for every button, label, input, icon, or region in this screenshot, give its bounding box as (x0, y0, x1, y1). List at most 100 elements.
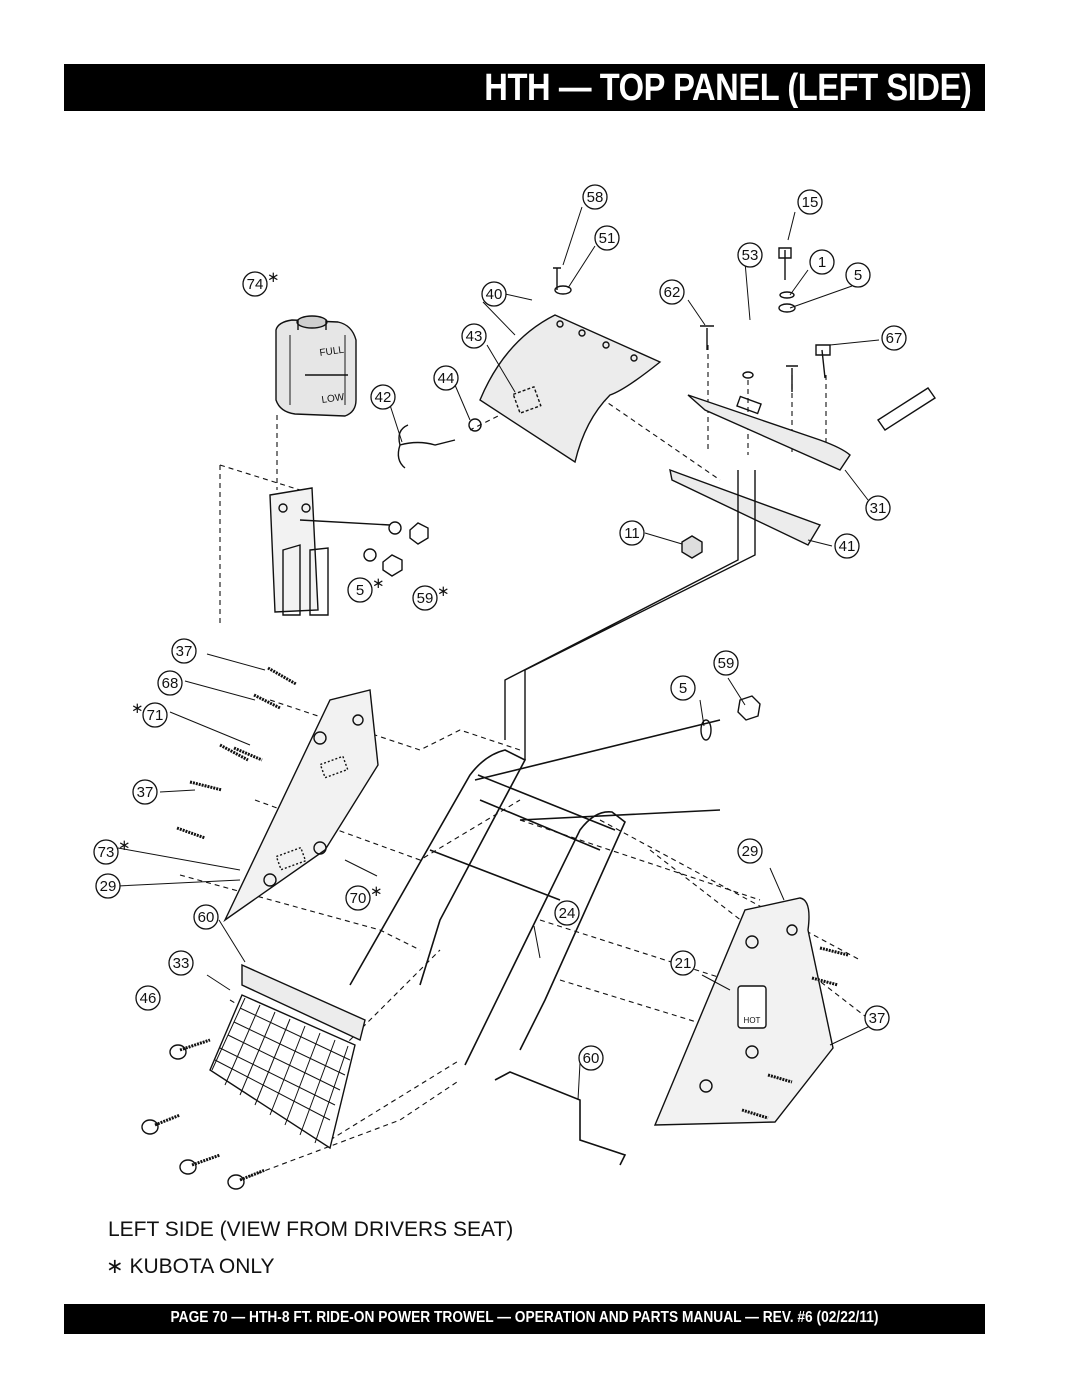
callout-circle (659, 279, 685, 305)
grille-screen (209, 963, 366, 1150)
callout-number: 58 (587, 189, 604, 206)
callout-circle (737, 838, 763, 864)
callout-number: 37 (869, 1010, 886, 1027)
callout-number: 73 (98, 844, 115, 861)
callout-circle (713, 650, 739, 676)
callout-number: 33 (173, 955, 190, 972)
callout-40: 40 (481, 281, 507, 307)
seat-frame (349, 719, 721, 1066)
callout-number: 40 (486, 286, 503, 303)
callout-circle (347, 577, 373, 603)
callout-68: 68 (157, 670, 183, 696)
callout-circle (834, 533, 860, 559)
callout-number: 68 (162, 675, 179, 692)
callout-59: 59∗ (412, 583, 450, 611)
callout-circle (412, 585, 438, 611)
page-title: HTH — TOP PANEL (LEFT SIDE) (483, 67, 972, 109)
callout-number: 60 (198, 909, 215, 926)
callout-circle (594, 225, 620, 251)
callout-number: 62 (664, 284, 681, 301)
kubota-star-icon: ∗ (437, 583, 450, 600)
callout-24: 24 (554, 900, 580, 926)
callout-circle (864, 1005, 890, 1031)
callout-number: 41 (839, 538, 856, 555)
callout-59: 59 (713, 650, 739, 676)
callout-number: 11 (624, 525, 640, 542)
callout-circle (881, 325, 907, 351)
callout-58: 58 (582, 184, 608, 210)
callout-circle (809, 249, 835, 275)
kubota-star-symbol: ∗ (106, 1255, 124, 1278)
callout-circle (845, 262, 871, 288)
callout-circle (93, 839, 119, 865)
callout-62: 62 (659, 279, 685, 305)
callout-number: 24 (559, 905, 576, 922)
kubota-star-icon: ∗ (131, 700, 144, 717)
callout-60: 60 (193, 904, 219, 930)
callout-number: 70 (350, 890, 367, 907)
callout-number: 43 (466, 328, 483, 345)
callout-number: 51 (599, 230, 616, 247)
callout-41: 41 (834, 533, 860, 559)
page-title-bar: HTH — TOP PANEL (LEFT SIDE) (64, 64, 985, 111)
coolant-tank: FULL LOW (275, 315, 357, 417)
callout-33: 33 (168, 950, 194, 976)
callout-number: 67 (886, 330, 903, 347)
callout-5: 5 (845, 262, 871, 288)
top-panel (479, 314, 662, 464)
callout-53: 53 (737, 242, 763, 268)
callout-number: 5 (854, 267, 862, 284)
callout-circle (865, 495, 891, 521)
callout-circle (670, 950, 696, 976)
callout-circle (168, 950, 194, 976)
callout-number: 21 (675, 955, 692, 972)
callout-number: 5 (356, 582, 364, 599)
callout-5: 5∗ (347, 575, 385, 603)
kubota-star-icon: ∗ (267, 269, 280, 286)
kubota-star-icon: ∗ (372, 575, 385, 592)
callout-5: 5 (670, 675, 696, 701)
callout-circle (242, 271, 268, 297)
callout-70: 70∗ (345, 883, 383, 911)
callout-circle (670, 675, 696, 701)
callout-number: 60 (583, 1050, 600, 1067)
callout-37: 37 (132, 779, 158, 805)
callout-circle (481, 281, 507, 307)
callout-circle (737, 242, 763, 268)
callout-number: 71 (147, 707, 164, 724)
callout-circle (582, 184, 608, 210)
callout-number: 5 (679, 680, 687, 697)
callout-15: 15 (797, 189, 823, 215)
callout-number: 42 (375, 389, 392, 406)
callout-circle (461, 323, 487, 349)
callout-circle (171, 638, 197, 664)
hot-warning-label: HOT (744, 1016, 761, 1025)
callout-60: 60 (578, 1045, 604, 1071)
callout-circle (797, 189, 823, 215)
kubota-star-icon: ∗ (370, 883, 383, 900)
callout-circle (142, 702, 168, 728)
callout-11: 11 (619, 520, 645, 546)
callout-circle (132, 779, 158, 805)
callout-51: 51 (594, 225, 620, 251)
callout-42: 42 (370, 384, 396, 410)
kubota-note-text: KUBOTA ONLY (129, 1255, 275, 1278)
tank-low-label: LOW (321, 392, 346, 406)
callout-37: 37 (864, 1005, 890, 1031)
callout-number: 37 (176, 643, 193, 660)
page-footer-bar: PAGE 70 — HTH-8 FT. RIDE-ON POWER TROWEL… (64, 1304, 985, 1334)
page-footer: PAGE 70 — HTH-8 FT. RIDE-ON POWER TROWEL… (170, 1309, 879, 1326)
callout-number: 29 (742, 843, 759, 860)
callout-circle (157, 670, 183, 696)
callout-number: 74 (247, 276, 264, 293)
callout-67: 67 (881, 325, 907, 351)
left-side-panel (223, 689, 379, 923)
right-side-panel: HOT (653, 897, 834, 1126)
callout-circle (433, 365, 459, 391)
callout-number: 1 (818, 254, 826, 271)
callout-number: 59 (417, 590, 434, 607)
callout-73: 73∗ (93, 837, 131, 865)
callout-number: 37 (137, 784, 154, 801)
callout-number: 15 (802, 194, 819, 211)
callout-37: 37 (171, 638, 197, 664)
